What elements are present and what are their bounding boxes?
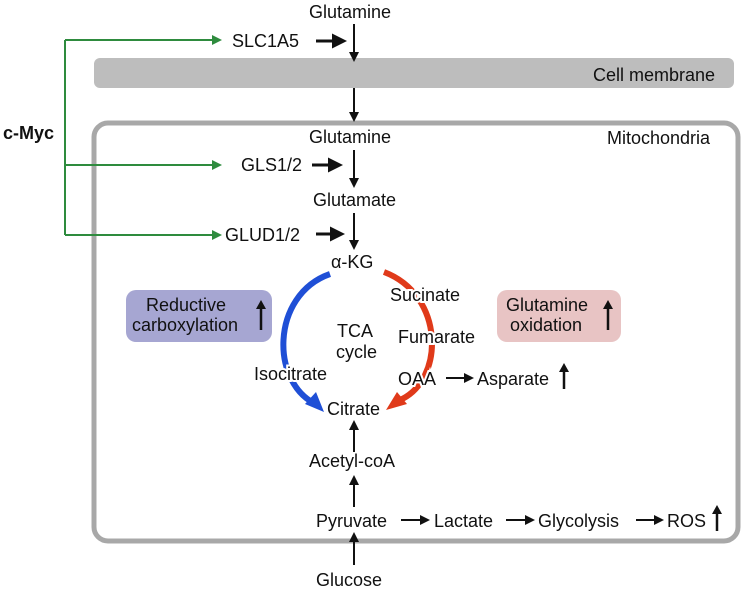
c-myc-label: c-Myc — [3, 123, 54, 143]
oxidation-arc-arrowhead — [386, 392, 407, 410]
succinate-label: Sucinate — [390, 285, 460, 305]
glutamine-mitochondrial: Glutamine — [309, 127, 391, 147]
reductive-arc-arrowhead — [305, 392, 324, 412]
acetyl-coa-label: Acetyl-coA — [309, 451, 395, 471]
reductive-increase-arrow-icon — [256, 300, 266, 330]
reductive-carboxylation-arc — [280, 271, 332, 408]
oxidation-box-line1: Glutamine — [506, 295, 588, 315]
mitochondria-boundary — [91, 120, 741, 544]
glutamate-label: Glutamate — [313, 190, 396, 210]
isocitrate-label: Isocitrate — [254, 364, 327, 384]
tca-cycle-label-line2: cycle — [336, 342, 377, 362]
oxidation-increase-arrow-icon — [603, 300, 613, 330]
glutamine-oxidation-arc — [382, 269, 435, 403]
ros-label: ROS — [667, 511, 706, 531]
ros-increase-arrow-icon — [712, 505, 722, 531]
oaa-label: OAA — [398, 369, 436, 389]
pyruvate-label: Pyruvate — [316, 511, 387, 531]
citrate-label: Citrate — [327, 399, 380, 419]
c-myc-regulation-arrows — [64, 35, 222, 240]
slc1a5-label: SLC1A5 — [232, 31, 299, 51]
glucose-label: Glucose — [316, 570, 382, 590]
reductive-box-line2: carboxylation — [132, 315, 238, 335]
cell-membrane — [94, 58, 734, 88]
asparate-label: Asparate — [477, 369, 549, 389]
akg-label: α-KG — [331, 252, 373, 272]
glutamine-oxidation-box — [497, 290, 621, 342]
mitochondria-label: Mitochondria — [607, 128, 711, 148]
reductive-carboxylation-box — [126, 290, 272, 342]
fumarate-label: Fumarate — [398, 327, 475, 347]
cell-membrane-label: Cell membrane — [593, 65, 715, 85]
asparate-increase-arrow-icon — [559, 363, 569, 389]
lactate-label: Lactate — [434, 511, 493, 531]
gls-label: GLS1/2 — [241, 155, 302, 175]
reductive-box-line1: Reductive — [146, 295, 226, 315]
glud-label: GLUD1/2 — [225, 225, 300, 245]
tca-cycle-label-line1: TCA — [337, 321, 373, 341]
oxidation-box-line2: oxidation — [510, 315, 582, 335]
glutamine-extracellular: Glutamine — [309, 2, 391, 22]
glycolysis-label: Glycolysis — [538, 511, 619, 531]
